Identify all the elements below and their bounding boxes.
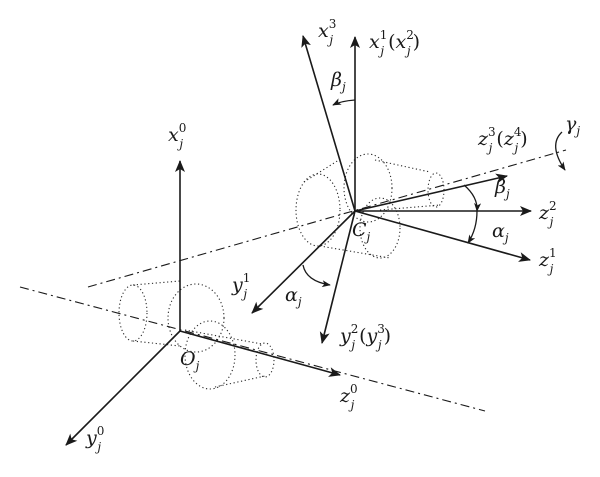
y-j0-axis [65,330,181,446]
label-C-j: Cj [352,219,371,244]
z-j3-axis [354,173,508,212]
z-j0-axis [179,330,341,377]
label-alpha-right: αj [492,220,509,245]
y-j1-axis [251,210,356,314]
alpha-angle-arc-right [467,210,478,244]
alpha-angle-arc-left [302,264,331,288]
beta-angle-arc-right [463,184,482,212]
x-j3-axis [301,35,356,212]
label-beta-top: βj [330,69,346,94]
base-axis-centerline [19,286,486,412]
link-axis-centerline [87,149,567,288]
label-gamma-j: γj [565,113,580,138]
label-O-j: Oj [180,348,200,373]
y-j2-axis [319,210,356,344]
label-beta-right: βj [494,176,510,201]
label-alpha-left: αj [285,284,302,309]
gamma-rotation-arc [555,131,566,171]
lower-link-body [118,280,275,390]
upper-link-body [295,153,445,259]
beta-angle-arc-top [332,98,356,106]
z-j1-axis [354,210,531,262]
